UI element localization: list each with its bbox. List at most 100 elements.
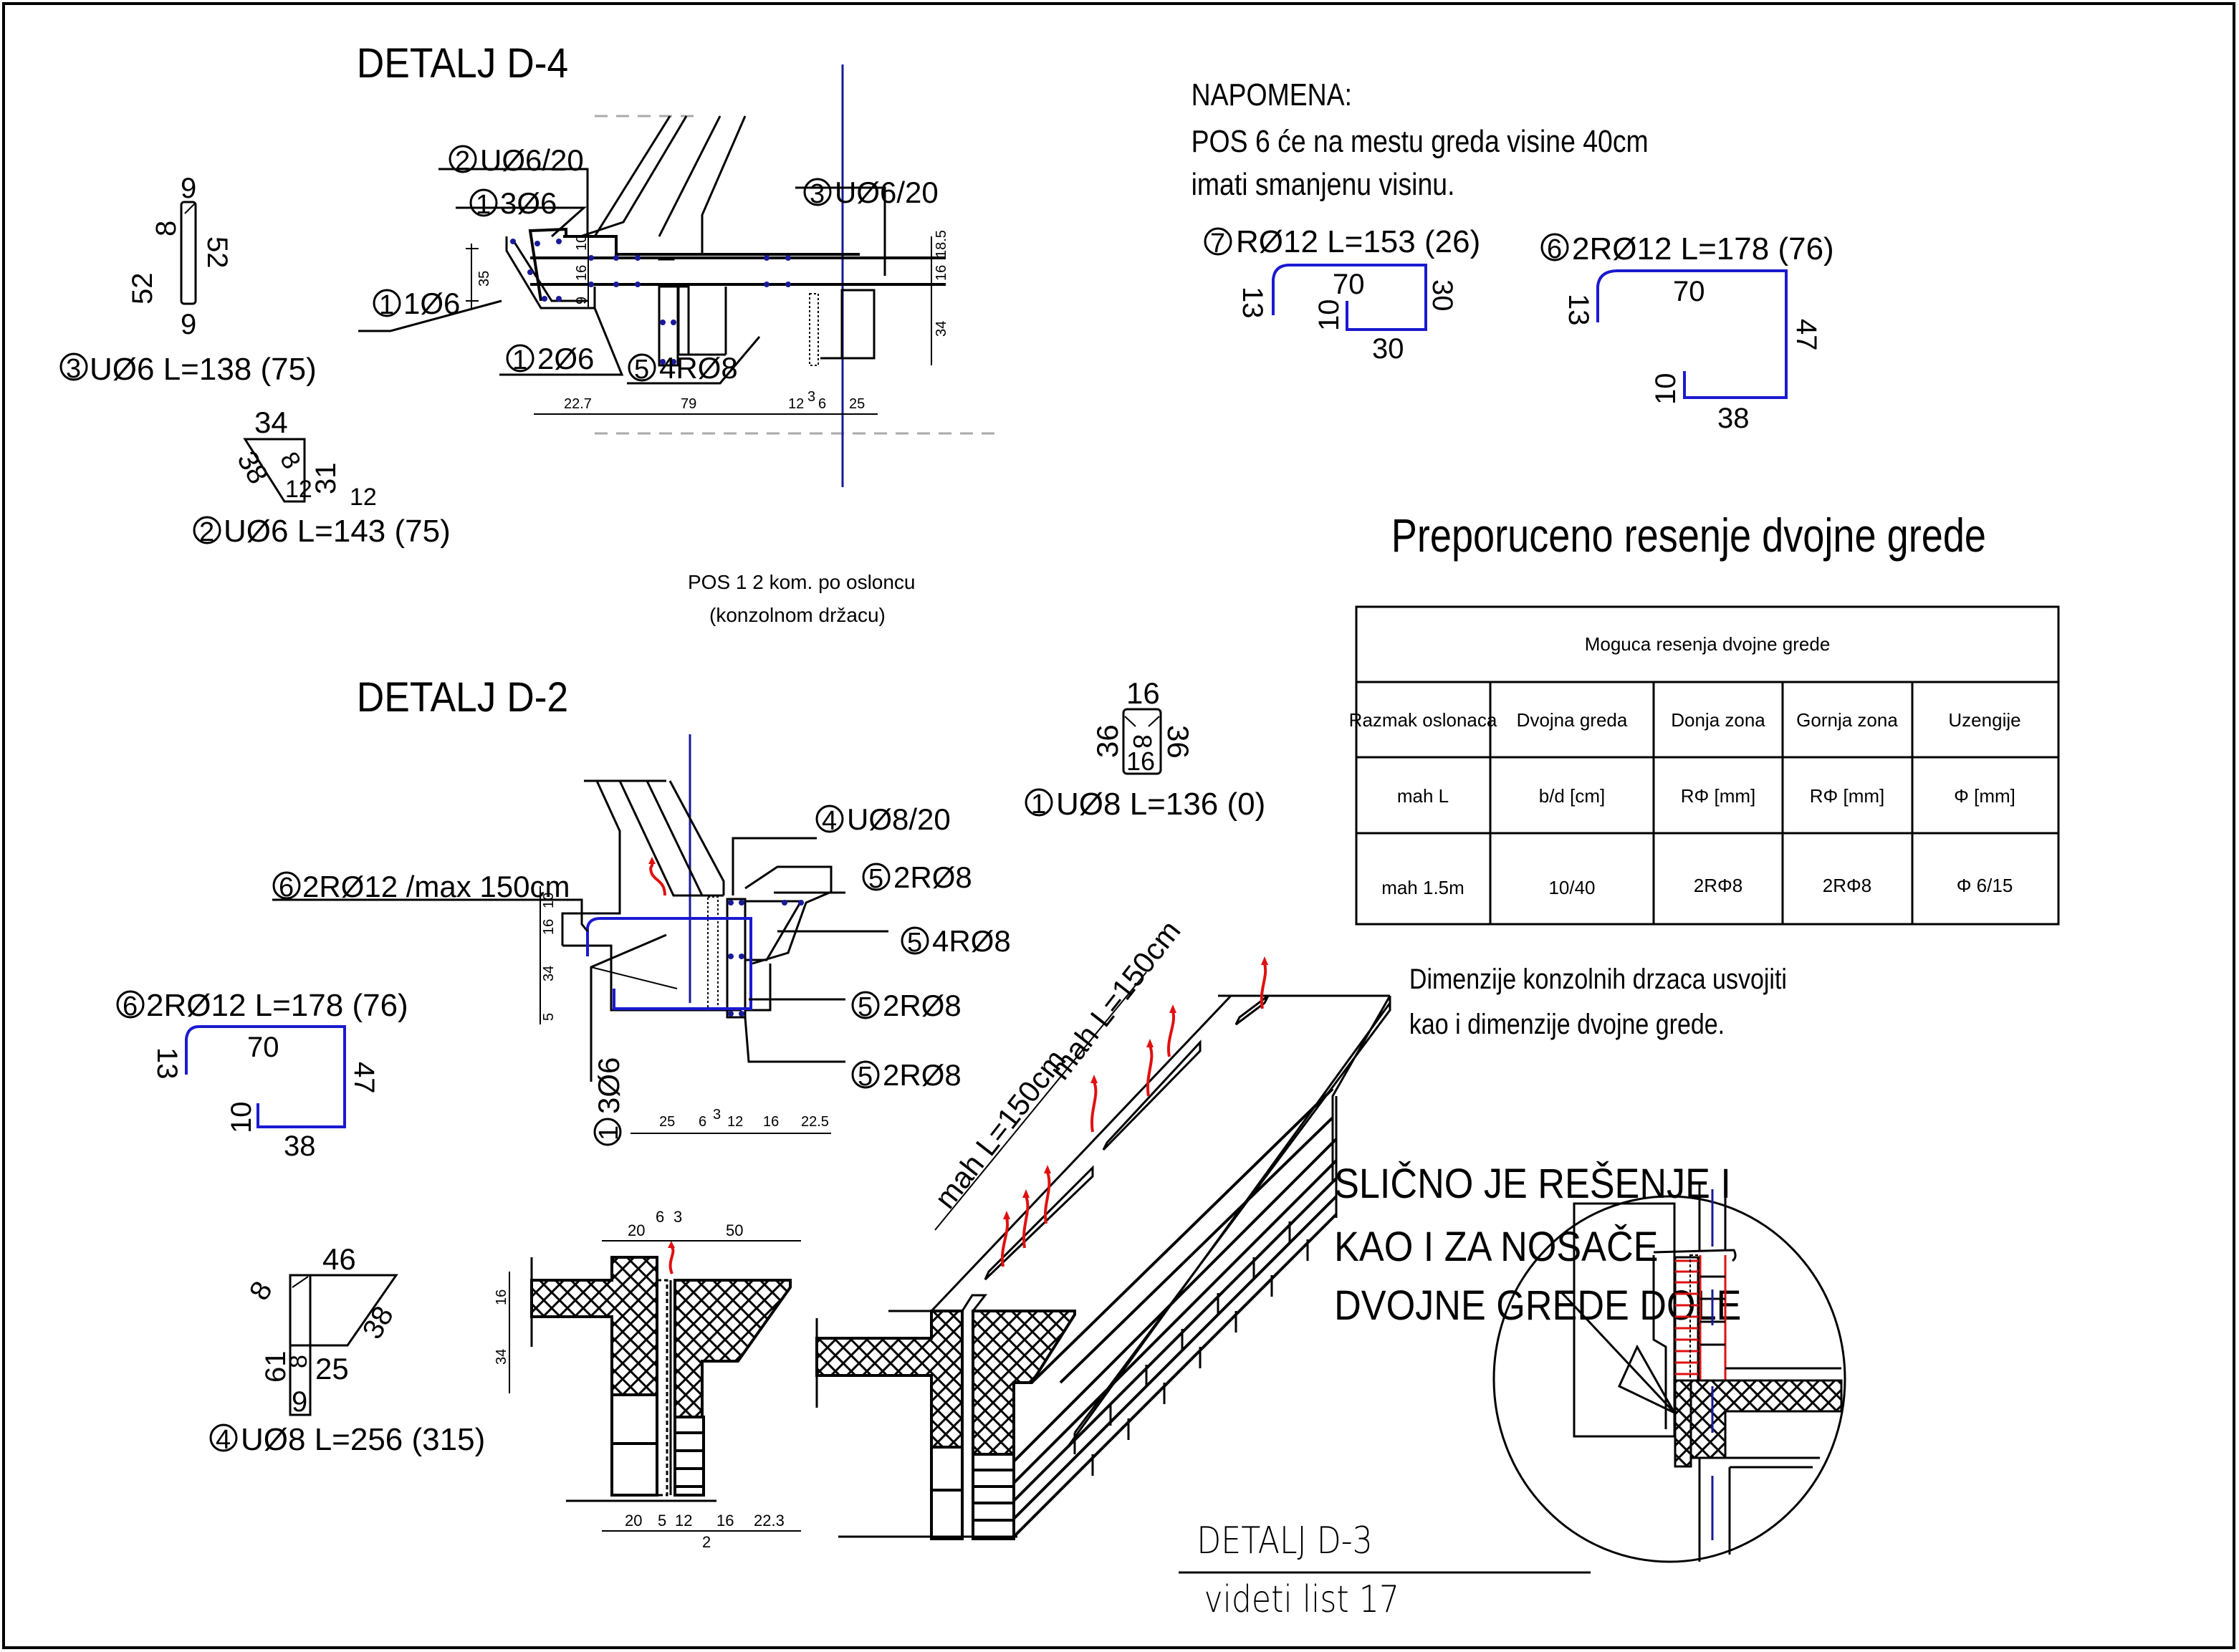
svg-text:10/40: 10/40 bbox=[1548, 877, 1595, 898]
recommended-note-line2: kao i dimenzije dvojne grede. bbox=[1409, 1007, 1725, 1039]
d2-label-pos4: 4 UØ8/20 bbox=[815, 802, 951, 836]
table-row: mah 1.5m 10/40 2RΦ8 2RΦ8 Φ 6/15 bbox=[1381, 875, 2013, 898]
svg-text:12: 12 bbox=[675, 1512, 692, 1529]
svg-text:2RΦ8: 2RΦ8 bbox=[1694, 875, 1742, 896]
detail-d4: DETALJ D-4 bbox=[357, 40, 996, 626]
d4-label-pos1b: 1 1Ø6 bbox=[373, 287, 460, 320]
solutions-table: Moguca resenja dvojne grede Razmak oslon… bbox=[1349, 605, 2060, 926]
d3-title: DETALJ D-3 bbox=[1197, 1519, 1373, 1562]
svg-text:20: 20 bbox=[625, 1512, 642, 1529]
insulation-strip bbox=[707, 896, 719, 1009]
svg-text:79: 79 bbox=[681, 396, 696, 412]
svg-text:30: 30 bbox=[1372, 333, 1404, 365]
svg-text:2RØ12 L=178 (76): 2RØ12 L=178 (76) bbox=[146, 988, 408, 1023]
svg-text:47: 47 bbox=[1790, 319, 1822, 351]
detail-d3: SLIČNO JE REŠENJE I KAO I ZA NOSAČE DVOJ… bbox=[1179, 1160, 1846, 1621]
svg-text:10: 10 bbox=[226, 1102, 257, 1134]
svg-text:16: 16 bbox=[1126, 676, 1160, 710]
recommended-note-line1: Dimenzije konzolnih drzaca usvojiti bbox=[1409, 962, 1787, 994]
svg-text:47: 47 bbox=[348, 1062, 380, 1094]
svg-text:10: 10 bbox=[541, 893, 557, 908]
detail-d2: DETALJ D-2 6 2RØ12 bbox=[272, 674, 1011, 1146]
svg-text:13: 13 bbox=[151, 1047, 183, 1080]
svg-text:16: 16 bbox=[716, 1512, 734, 1529]
svg-text:12: 12 bbox=[285, 476, 312, 503]
recommended-title: Preporuceno resenje dvojne grede bbox=[1391, 509, 1986, 562]
table-header: Donja zona bbox=[1671, 709, 1765, 731]
svg-text:7: 7 bbox=[1210, 229, 1225, 259]
svg-text:52: 52 bbox=[201, 236, 233, 269]
svg-text:30: 30 bbox=[1427, 279, 1458, 312]
svg-text:3: 3 bbox=[713, 1107, 721, 1123]
bar-shape-pos4: 46 8 38 61 8 25 9 4 UØ8 L=256 (315) bbox=[209, 1242, 485, 1457]
table-unit: RΦ [mm] bbox=[1810, 785, 1885, 807]
d4-note-line2: (konzolnom držacu) bbox=[709, 604, 886, 626]
svg-text:12: 12 bbox=[788, 396, 804, 412]
table-caption: Moguca resenja dvojne grede bbox=[1585, 633, 1831, 655]
d3-subtitle: videti list 17 bbox=[1204, 1578, 1399, 1621]
svg-text:2RØ8: 2RØ8 bbox=[883, 989, 962, 1022]
napomena-line2: imati smanjenu visinu. bbox=[1192, 166, 1455, 202]
rebar-dots bbox=[510, 239, 791, 365]
table-unit: mah L bbox=[1397, 785, 1449, 807]
svg-text:25: 25 bbox=[659, 1114, 675, 1130]
svg-text:9: 9 bbox=[181, 173, 196, 204]
napomena-line1: POS 6 će na mestu greda visine 40cm bbox=[1192, 123, 1649, 159]
svg-text:16: 16 bbox=[763, 1114, 779, 1130]
svg-text:3: 3 bbox=[673, 1208, 682, 1226]
brick-wall bbox=[1012, 1087, 1338, 1538]
svg-text:34: 34 bbox=[541, 966, 557, 981]
svg-text:UØ8 L=136 (0): UØ8 L=136 (0) bbox=[1056, 787, 1265, 822]
svg-text:6: 6 bbox=[123, 991, 138, 1022]
table-header: Uzengije bbox=[1948, 709, 2020, 731]
bar-shape-pos6-right: 6 2RØ12 L=178 (76) 70 13 47 10 38 bbox=[1540, 231, 1834, 434]
svg-text:6: 6 bbox=[818, 396, 826, 412]
napomena: NAPOMENA: POS 6 će na mestu greda visine… bbox=[1192, 77, 1649, 202]
table-header: Dvojna greda bbox=[1517, 709, 1628, 731]
d4-label-pos3: 3 UØ6/20 bbox=[803, 176, 939, 209]
d4-label-pos5: 5 4RØ8 bbox=[628, 351, 738, 385]
svg-text:UØ6 L=143 (75): UØ6 L=143 (75) bbox=[224, 514, 451, 549]
table-header: Gornja zona bbox=[1796, 709, 1898, 731]
svg-text:9: 9 bbox=[181, 309, 196, 340]
svg-text:13: 13 bbox=[1237, 287, 1268, 319]
svg-text:46: 46 bbox=[322, 1242, 356, 1276]
table-unit: RΦ [mm] bbox=[1681, 785, 1756, 807]
svg-text:Φ 6/15: Φ 6/15 bbox=[1957, 875, 2013, 896]
red-arrows bbox=[1001, 956, 1268, 1267]
svg-text:4RØ8: 4RØ8 bbox=[659, 351, 738, 385]
svg-text:25: 25 bbox=[849, 396, 865, 412]
svg-text:52: 52 bbox=[127, 273, 158, 305]
detail-d4-title: DETALJ D-4 bbox=[357, 40, 568, 87]
svg-text:9: 9 bbox=[574, 297, 590, 304]
svg-text:38: 38 bbox=[284, 1130, 316, 1162]
svg-text:3: 3 bbox=[66, 354, 81, 384]
svg-text:3Ø6: 3Ø6 bbox=[592, 1057, 625, 1114]
svg-text:5: 5 bbox=[858, 992, 873, 1022]
d2-label-pos5b: 5 4RØ8 bbox=[901, 924, 1011, 958]
d2-label-pos6: 6 2RØ12 /max 150cm bbox=[272, 870, 570, 903]
svg-text:70: 70 bbox=[1673, 276, 1705, 307]
svg-text:1: 1 bbox=[476, 190, 491, 220]
svg-text:20: 20 bbox=[628, 1221, 645, 1239]
svg-text:10: 10 bbox=[1650, 373, 1682, 405]
svg-text:61: 61 bbox=[260, 1351, 292, 1383]
svg-text:2Ø6: 2Ø6 bbox=[537, 342, 594, 375]
svg-text:10: 10 bbox=[574, 235, 590, 251]
svg-text:8: 8 bbox=[150, 221, 182, 236]
svg-text:6: 6 bbox=[699, 1114, 706, 1130]
svg-text:2: 2 bbox=[199, 517, 214, 547]
svg-text:1: 1 bbox=[1031, 789, 1046, 820]
svg-text:25: 25 bbox=[315, 1352, 349, 1386]
d2-label-pos5c: 5 2RØ8 bbox=[851, 989, 962, 1022]
svg-text:3: 3 bbox=[810, 179, 825, 209]
svg-text:36: 36 bbox=[1161, 725, 1195, 759]
svg-text:5: 5 bbox=[868, 864, 883, 894]
svg-text:70: 70 bbox=[247, 1032, 279, 1063]
svg-text:38: 38 bbox=[1717, 403, 1750, 434]
svg-text:16: 16 bbox=[541, 919, 557, 935]
svg-text:38: 38 bbox=[357, 1301, 400, 1345]
svg-text:1: 1 bbox=[379, 290, 394, 320]
svg-text:2RØ8: 2RØ8 bbox=[893, 860, 972, 894]
d3-callout-line2: KAO I ZA NOSAČE bbox=[1334, 1223, 1658, 1269]
